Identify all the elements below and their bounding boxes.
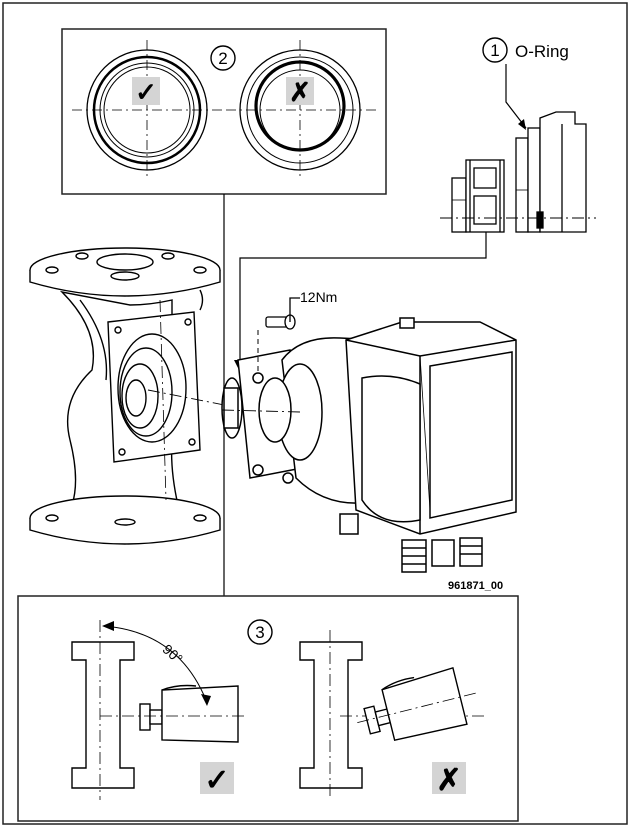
cross-mark-box-bottom	[432, 762, 466, 794]
callout-1-circle	[482, 37, 508, 63]
panel-orientation: 3 90° ✓	[17, 595, 519, 822]
callout-2-circle	[210, 45, 236, 71]
ring-incorrect	[226, 40, 376, 180]
callout-3-circle	[247, 619, 273, 645]
ring-correct	[72, 40, 222, 180]
pump-motor	[221, 317, 517, 573]
check-icon-bottom: ✓	[204, 764, 229, 797]
oring-detail	[440, 111, 596, 233]
torque-label: 12Nm	[300, 289, 337, 305]
pump-axis	[147, 389, 251, 411]
callout-2-label: 2	[218, 49, 227, 68]
pump-housing	[29, 247, 221, 545]
torque-screw	[257, 297, 300, 374]
cross-icon: ✗	[289, 77, 311, 107]
orientation-correct	[71, 620, 246, 800]
cross-icon-bottom: ✗	[436, 764, 461, 797]
check-icon: ✓	[135, 77, 157, 107]
check-mark-box-bottom	[200, 762, 234, 794]
cross-mark-box-top	[286, 77, 314, 105]
angle-arrow-end	[201, 694, 211, 706]
motor-axis	[221, 409, 301, 413]
oring-leader-arrow	[518, 119, 526, 130]
figure-id: 961871_00	[448, 580, 503, 592]
panel-seal-check: ✓ ✗ 2	[61, 28, 387, 195]
callout-3-label: 3	[255, 623, 264, 642]
callout-1-label: 1	[490, 41, 499, 60]
check-mark-box-top	[132, 77, 160, 105]
oring-label: O-Ring	[515, 42, 569, 61]
housing-axis	[159, 299, 167, 501]
angle-arrow-start	[102, 621, 114, 631]
orientation-incorrect	[299, 630, 488, 800]
oring-leader	[505, 64, 527, 129]
